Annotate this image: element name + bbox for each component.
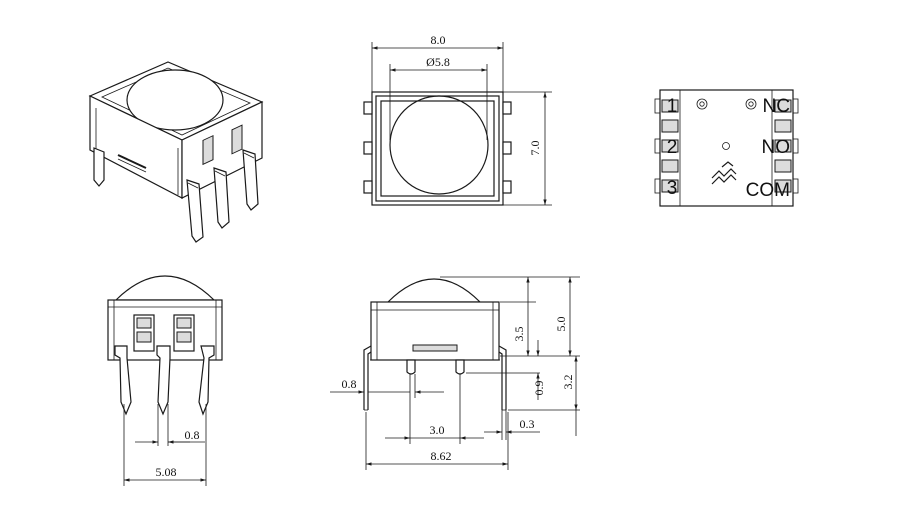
pin-name-com: COM (746, 180, 790, 201)
side-standoff-label: 0.9 (532, 381, 546, 396)
side-cap-height-label: 3.5 (512, 327, 526, 342)
side-pin-thickness-label: 0.3 (520, 417, 535, 431)
side-button-dome (386, 278, 482, 303)
pin-number-2: 2 (667, 137, 678, 158)
front-pitch-label: 5.08 (156, 465, 177, 479)
center-hole (722, 142, 730, 150)
manufacturer-logo-icon (711, 161, 737, 185)
front-view: 0.8 5.08 (107, 275, 223, 486)
top-diameter-label: Ø5.8 (426, 55, 450, 69)
top-body-outline (371, 91, 504, 206)
pin-number-1: 1 (667, 96, 678, 117)
bottom-view: 1 2 3 NC NO COM (654, 89, 799, 207)
top-height-label: 7.0 (528, 141, 542, 156)
pin-name-nc: NC (763, 96, 790, 117)
side-view: 0.8 3.0 0.3 8.62 3.5 5.0 0.9 (330, 276, 580, 470)
top-width-label: 8.0 (431, 33, 446, 47)
side-body (370, 301, 500, 361)
front-button-dome (114, 275, 216, 301)
mark-circle-right (745, 98, 757, 110)
top-view: 8.0 Ø5.8 7.0 (363, 33, 552, 206)
side-pin-width-label: 0.8 (342, 377, 357, 391)
iso-button-dome (126, 69, 224, 131)
side-total-height-label: 5.0 (554, 317, 568, 332)
pin-number-3: 3 (667, 178, 678, 199)
mark-circle-left (696, 98, 708, 110)
isometric-view (88, 61, 264, 243)
pin-name-no: NO (762, 137, 791, 158)
side-pin-length-label: 3.2 (561, 375, 575, 390)
side-body-width-label: 8.62 (431, 449, 452, 463)
side-spacing-label: 3.0 (430, 423, 445, 437)
top-button-circle (389, 95, 489, 195)
front-pin-width-label: 0.8 (185, 428, 200, 442)
